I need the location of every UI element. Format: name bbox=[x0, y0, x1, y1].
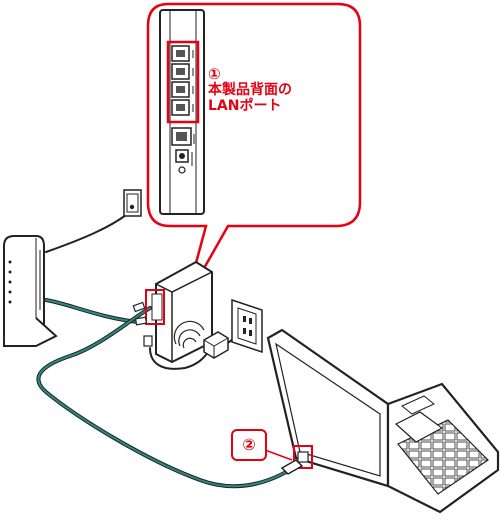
lan-highlight-box bbox=[166, 40, 200, 124]
wan-port bbox=[171, 127, 192, 146]
modem bbox=[3, 235, 58, 347]
router-lan-highlight bbox=[145, 289, 165, 325]
router bbox=[132, 260, 213, 364]
touchpad bbox=[394, 411, 444, 443]
step2-leader bbox=[264, 449, 293, 461]
step2-badge: ② bbox=[231, 429, 267, 461]
step1-label-line1: 本製品背面の bbox=[208, 82, 292, 98]
lan-port-4 bbox=[171, 99, 190, 116]
laptop-lan-port bbox=[293, 445, 313, 469]
ac-adapter bbox=[203, 331, 229, 359]
wall-phone-jack bbox=[123, 189, 142, 217]
step1-label-line2: LANポート bbox=[208, 98, 282, 114]
phone-cable bbox=[45, 211, 131, 253]
router-back-panel bbox=[159, 9, 205, 215]
lan-port-1 bbox=[171, 45, 190, 62]
step1-number: ① bbox=[208, 65, 221, 83]
wall-power-outlet bbox=[231, 298, 263, 354]
reset-button bbox=[178, 166, 186, 174]
lan-port-2 bbox=[171, 63, 190, 80]
lan-plug bbox=[280, 459, 304, 475]
laptop bbox=[266, 328, 500, 514]
lan-port-3 bbox=[171, 81, 190, 98]
power-cable bbox=[149, 347, 211, 370]
